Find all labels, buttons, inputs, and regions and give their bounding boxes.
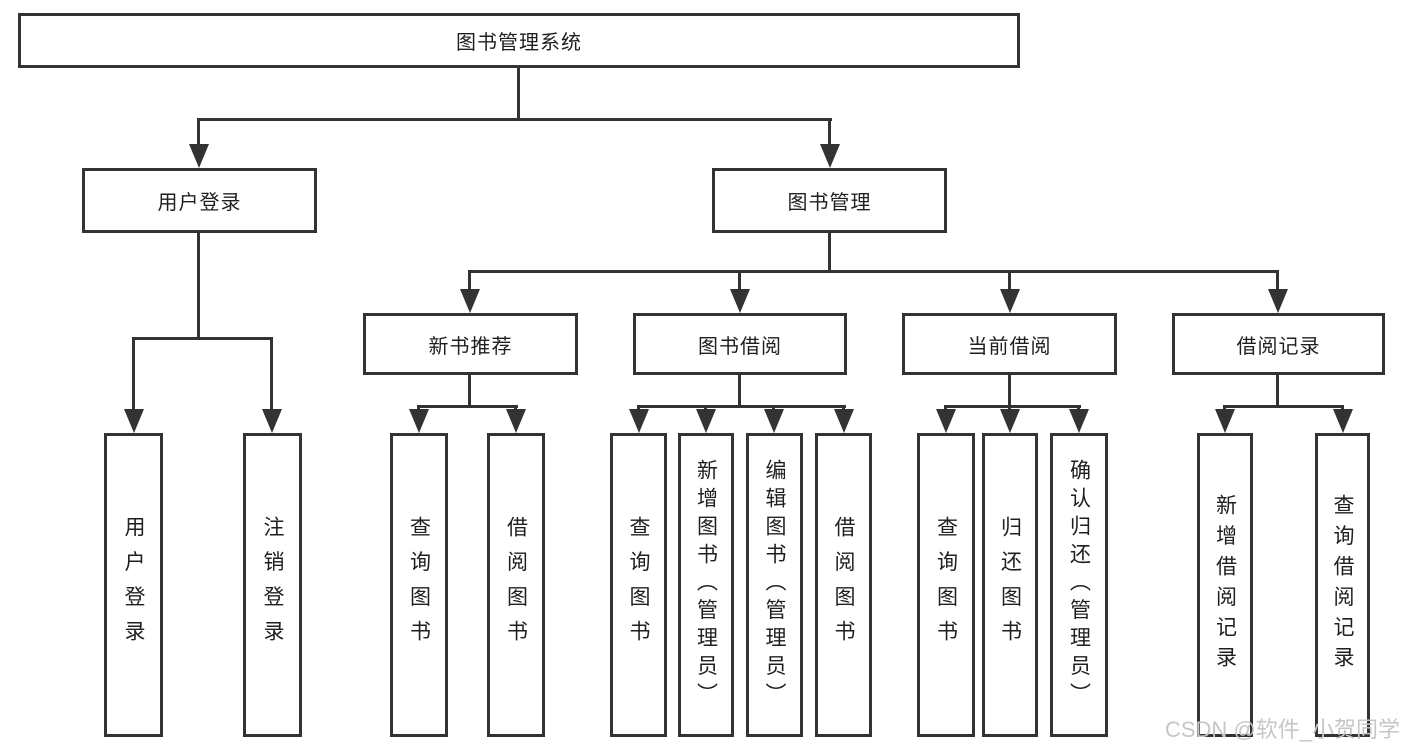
arrowhead <box>764 409 784 433</box>
leaf-confirm-return-admin: 确认归还（管理员） <box>1050 433 1108 737</box>
node-book-borrow: 图书借阅 <box>633 313 847 375</box>
connector-line <box>1276 270 1279 293</box>
connector-line <box>197 118 200 146</box>
node-book-borrow-label: 图书借阅 <box>698 335 782 358</box>
connector-user-login-stem <box>197 233 200 337</box>
arrowhead <box>1069 409 1089 433</box>
connector-book-management-stem <box>828 233 831 270</box>
leaf-query-books-current-label: 查询图书 <box>934 515 958 655</box>
leaf-query-books-borrow: 查询图书 <box>610 433 667 737</box>
connector-leaf-bar <box>1223 405 1344 408</box>
leaf-return-book-label: 归还图书 <box>998 515 1022 655</box>
connector-user-login-bar <box>132 337 273 340</box>
leaf-borrow-books-recommend-label: 借阅图书 <box>504 515 528 655</box>
connector-line <box>1008 375 1011 405</box>
arrowhead <box>124 409 144 433</box>
csdn-watermark: CSDN @软件_小贺同学 <box>1164 717 1400 742</box>
arrowhead <box>409 409 429 433</box>
connector-level3-bar <box>468 270 1279 273</box>
leaf-add-book-admin: 新增图书（管理员） <box>678 433 734 737</box>
connector-line <box>468 270 471 293</box>
node-borrow-records-label: 借阅记录 <box>1236 335 1321 358</box>
leaf-query-borrow-record-label: 查询借阅记录 <box>1331 493 1354 677</box>
arrowhead <box>1333 409 1353 433</box>
connector-line <box>738 375 741 405</box>
leaf-add-book-admin-label: 新增图书（管理员） <box>694 459 718 711</box>
node-root-label: 图书管理系统 <box>456 32 582 54</box>
connector-line <box>270 337 273 413</box>
connector-leaf-bar <box>637 405 846 408</box>
arrowhead <box>629 409 649 433</box>
connector-line <box>738 270 741 293</box>
arrowhead <box>1268 289 1288 313</box>
leaf-user-login: 用户登录 <box>104 433 163 737</box>
connector-line <box>468 375 471 405</box>
connector-level2-bar <box>198 118 832 121</box>
leaf-borrow-books: 借阅图书 <box>815 433 872 737</box>
leaf-edit-book-admin-label: 编辑图书（管理员） <box>763 459 786 711</box>
arrowhead <box>696 409 716 433</box>
leaf-edit-book-admin: 编辑图书（管理员） <box>746 433 803 737</box>
node-new-book-recommend: 新书推荐 <box>363 313 578 375</box>
node-current-borrow-label: 当前借阅 <box>967 335 1052 358</box>
node-new-book-recommend-label: 新书推荐 <box>428 335 513 358</box>
leaf-query-books-borrow-label: 查询图书 <box>627 515 650 655</box>
arrowhead <box>1215 409 1235 433</box>
node-borrow-records: 借阅记录 <box>1172 313 1385 375</box>
node-root: 图书管理系统 <box>18 13 1020 68</box>
arrowhead <box>820 144 840 168</box>
leaf-logout-label: 注销登录 <box>261 515 284 655</box>
arrowhead <box>506 409 526 433</box>
node-user-login-label: 用户登录 <box>157 192 242 214</box>
connector-line <box>132 337 135 413</box>
leaf-query-borrow-record: 查询借阅记录 <box>1315 433 1370 737</box>
leaf-return-book: 归还图书 <box>982 433 1038 737</box>
arrowhead <box>1000 409 1020 433</box>
connector-leaf-bar <box>417 405 518 408</box>
leaf-add-borrow-record: 新增借阅记录 <box>1197 433 1253 737</box>
leaf-logout: 注销登录 <box>243 433 302 737</box>
leaf-confirm-return-admin-label: 确认归还（管理员） <box>1067 459 1091 711</box>
arrowhead <box>936 409 956 433</box>
leaf-borrow-books-recommend: 借阅图书 <box>487 433 545 737</box>
arrowhead <box>730 289 750 313</box>
connector-line <box>1276 375 1279 405</box>
node-book-management: 图书管理 <box>712 168 947 233</box>
arrowhead <box>189 144 209 168</box>
arrowhead <box>262 409 282 433</box>
connector-leaf-bar <box>944 405 1081 408</box>
arrowhead <box>1000 289 1020 313</box>
node-user-login: 用户登录 <box>82 168 317 233</box>
leaf-query-books-current: 查询图书 <box>917 433 975 737</box>
leaf-add-borrow-record-label: 新增借阅记录 <box>1213 493 1237 677</box>
connector-line <box>1008 270 1011 293</box>
leaf-borrow-books-label: 借阅图书 <box>832 515 855 655</box>
connector-line <box>828 118 831 146</box>
node-book-management-label: 图书管理 <box>787 192 872 214</box>
leaf-query-books-recommend: 查询图书 <box>390 433 448 737</box>
leaf-user-login-label: 用户登录 <box>122 515 145 655</box>
node-current-borrow: 当前借阅 <box>902 313 1117 375</box>
connector-root-stem <box>517 68 520 118</box>
leaf-query-books-recommend-label: 查询图书 <box>407 515 431 655</box>
arrowhead <box>834 409 854 433</box>
arrowhead <box>460 289 480 313</box>
